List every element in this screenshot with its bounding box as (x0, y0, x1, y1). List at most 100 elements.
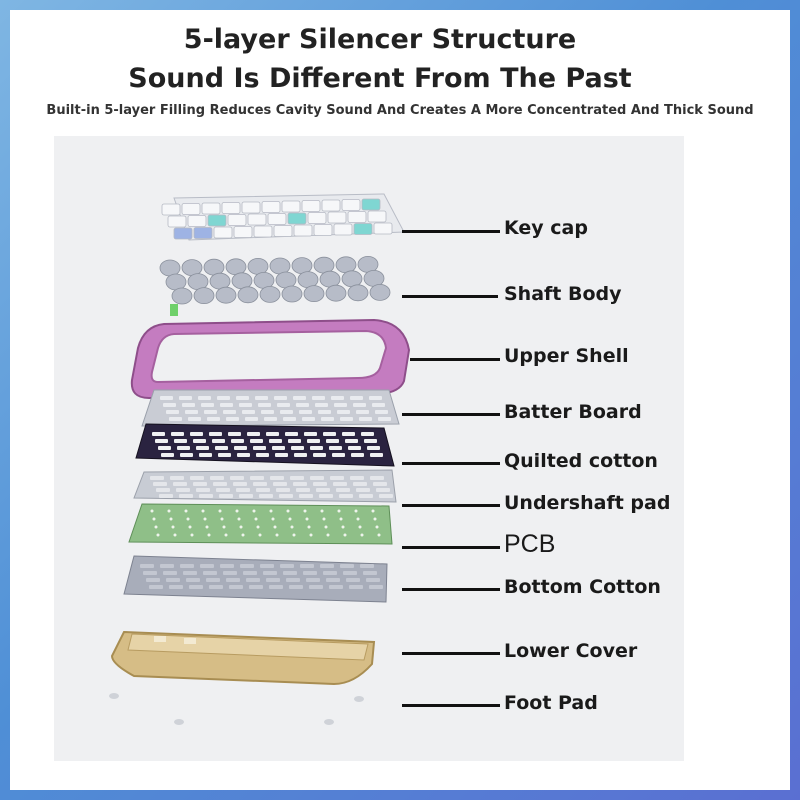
keycap (313, 224, 333, 236)
plate-cutout (293, 396, 306, 400)
label-undershaft-pad: Undershaft pad (504, 492, 671, 514)
pcb-solder-point (152, 517, 156, 521)
pcb-solder-point (290, 525, 294, 529)
keycap (287, 212, 307, 225)
plate-cutout (309, 585, 323, 589)
switch (325, 284, 347, 302)
switch (231, 272, 253, 290)
plate-cutout (312, 396, 325, 400)
plate-cutout (300, 564, 314, 568)
keycap (353, 223, 373, 235)
plate-cutout (332, 453, 345, 457)
plate-cutout (226, 578, 240, 582)
switch (291, 257, 313, 275)
label-batter-board: Batter Board (504, 401, 642, 423)
plate-cutout (160, 396, 173, 400)
plate-cutout (193, 482, 207, 486)
plate-cutout (269, 439, 282, 443)
plate-cutout (345, 439, 358, 443)
plate-cutout (259, 494, 273, 498)
plate-cutout (326, 439, 339, 443)
plate-cutout (179, 396, 192, 400)
pcb-solder-point (171, 525, 175, 529)
pcb-solder-point (222, 525, 226, 529)
foot-pad-layer (109, 693, 364, 725)
plate-cutout (161, 453, 174, 457)
pcb-solder-point (326, 533, 330, 537)
plate-cutout (246, 578, 260, 582)
panel: 5-layer Silencer Structure Sound Is Diff… (10, 10, 790, 790)
keyboard-layers-illustration (109, 193, 411, 725)
pcb-solder-point (356, 517, 360, 521)
plate-cutout (200, 564, 214, 568)
plate-cutout (334, 403, 347, 407)
keycap (307, 212, 327, 224)
label-quilted-cotton: Quilted cotton (504, 450, 658, 472)
plate-cutout (243, 571, 257, 575)
plate-cutout (223, 410, 236, 414)
leader-line-lower-cover (402, 652, 500, 655)
plate-cutout (264, 417, 277, 421)
plate-cutout (313, 482, 327, 486)
plate-cutout (274, 396, 287, 400)
plate-cutout (286, 578, 300, 582)
leader-line-key-cap (402, 230, 500, 233)
pcb-solder-point (252, 509, 256, 513)
plate-cutout (163, 571, 177, 575)
leader-line-foot-pad (402, 704, 500, 707)
switch (281, 285, 303, 303)
plate-cutout (206, 578, 220, 582)
keycap (261, 201, 281, 213)
keycap (167, 215, 187, 228)
label-foot-pad: Foot Pad (504, 692, 598, 714)
switch (181, 259, 203, 277)
pcb-solder-point (377, 533, 381, 537)
plate-cutout (379, 494, 393, 498)
plate-cutout (239, 494, 253, 498)
plate-cutout (180, 564, 194, 568)
plate-cutout (219, 494, 233, 498)
switch (237, 286, 259, 304)
plate-cutout (158, 446, 171, 450)
plate-cutout (277, 403, 290, 407)
plate-cutout (320, 564, 334, 568)
plate-cutout (370, 453, 383, 457)
pcb-solder-point (339, 517, 343, 521)
switch (193, 287, 215, 305)
switch (247, 257, 269, 275)
plate-cutout (250, 476, 264, 480)
keycap (207, 214, 227, 227)
keycap (247, 213, 267, 226)
plate-cutout (190, 432, 203, 436)
plate-cutout (234, 446, 247, 450)
plate-cutout (321, 417, 334, 421)
keycap (187, 215, 207, 227)
plate-cutout (196, 446, 209, 450)
plate-cutout (226, 417, 239, 421)
plate-cutout (166, 578, 180, 582)
plate-cutout (233, 482, 247, 486)
switch (215, 286, 237, 304)
pcb-solder-point (186, 517, 190, 521)
plate-cutout (177, 446, 190, 450)
plate-cutout (296, 488, 310, 492)
plate-cutout (323, 571, 337, 575)
plate-cutout (315, 403, 328, 407)
plate-cutout (293, 482, 307, 486)
plate-cutout (185, 410, 198, 414)
plate-cutout (280, 410, 293, 414)
plate-cutout (253, 482, 267, 486)
plate-cutout (146, 578, 160, 582)
plate-cutout (356, 488, 370, 492)
plate-cutout (376, 488, 390, 492)
plate-cutout (330, 476, 344, 480)
pcb-solder-point (239, 525, 243, 529)
pcb-solder-point (275, 533, 279, 537)
plate-cutout (204, 410, 217, 414)
plate-cutout (199, 494, 213, 498)
keycap (281, 200, 301, 213)
pcb-solder-point (218, 509, 222, 513)
plate-cutout (363, 571, 377, 575)
plate-cutout (319, 494, 333, 498)
plate-cutout (256, 488, 270, 492)
